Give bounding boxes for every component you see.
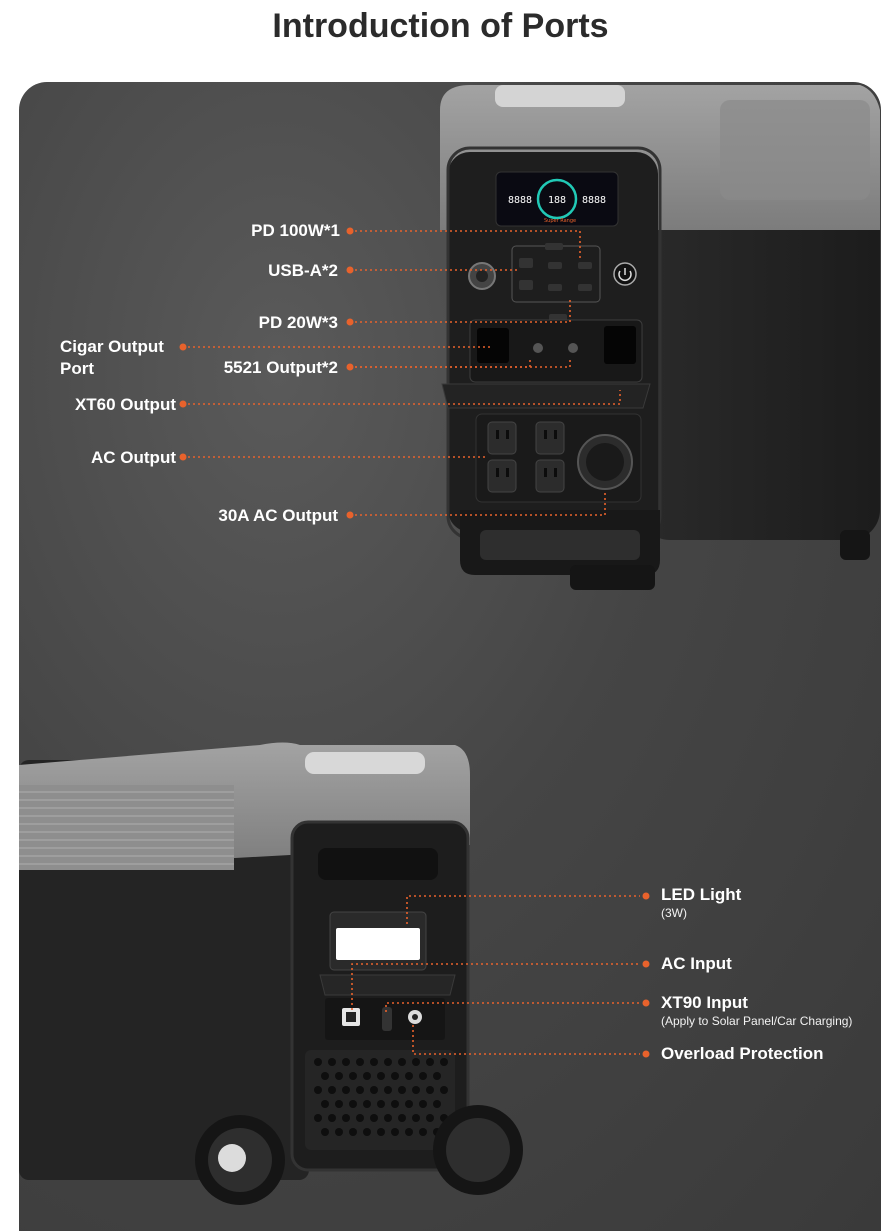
label-usba: USB-A*2 [268, 261, 338, 280]
label-dc5521: 5521 Output*2 [223, 358, 338, 377]
front-side-vent [720, 100, 870, 200]
back-handle [305, 752, 425, 774]
front-unit: 8888 188 8888 Super Range [440, 85, 880, 590]
label-ac30: 30A AC Output [218, 506, 338, 525]
label-overload: Overload Protection [661, 1044, 824, 1063]
lcd-center-value: 188 [548, 195, 566, 206]
back-flap [319, 974, 456, 996]
xt60-socket-icon [604, 326, 636, 364]
label-cigar-line1: Cigar Output [60, 337, 164, 356]
label-xt90-sub: (Apply to Solar Panel/Car Charging) [661, 1014, 853, 1028]
back-top-slot [318, 848, 438, 880]
lcd-screen [495, 171, 619, 227]
label-pd100: PD 100W*1 [251, 221, 340, 240]
label-cigar-line2: Port [60, 359, 94, 378]
front-flap [441, 383, 651, 409]
back-side-vent [19, 785, 234, 870]
label-led: LED Light [661, 885, 742, 904]
label-xt60: XT60 Output [74, 395, 176, 414]
callout-lines [183, 230, 640, 1055]
lcd-left-value: 8888 [508, 195, 532, 206]
lcd-tag: Super Range [544, 218, 576, 224]
page-title: Introduction of Ports [272, 7, 609, 45]
dc-port-panel [469, 319, 643, 383]
cigar-socket-icon [477, 328, 509, 363]
front-handle [495, 85, 625, 107]
dc5521-port-icon-2 [568, 343, 578, 353]
label-led-sub: (3W) [661, 906, 687, 920]
callout-dots [179, 227, 650, 1058]
xt90-port-icon [382, 1007, 392, 1031]
label-ac-output: AC Output [91, 448, 176, 467]
label-pd20: PD 20W*3 [258, 313, 338, 332]
dc5521-port-icon [533, 343, 543, 353]
lcd-right-value: 8888 [582, 195, 606, 206]
lcd-ring [536, 178, 578, 220]
led-light-icon [336, 928, 420, 960]
label-ac-input: AC Input [661, 954, 732, 973]
back-unit [19, 742, 523, 1205]
label-xt90: XT90 Input [661, 993, 748, 1012]
front-unit-side [640, 150, 880, 540]
